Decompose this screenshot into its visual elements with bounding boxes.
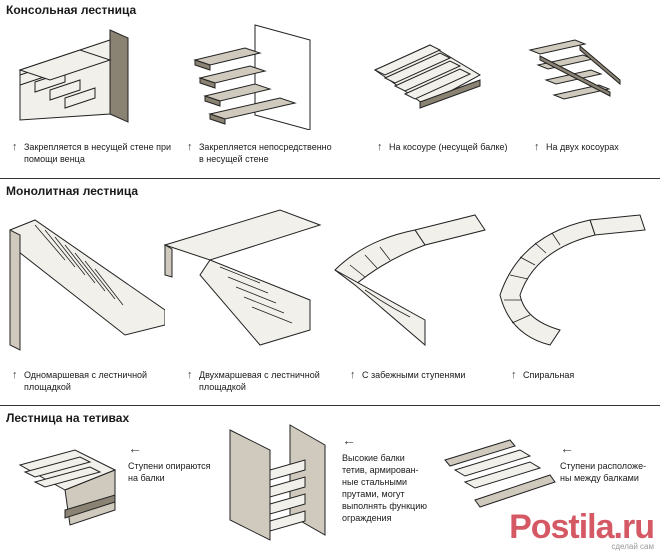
monolithic-single-flight: [5, 205, 165, 355]
section-title-console: Консольная лестница: [6, 3, 137, 17]
caption-stringer-between: Ступени расположе- ны между балками: [560, 461, 647, 483]
section-title-stringers: Лестница на тетивах: [6, 411, 130, 425]
stringer-stair-on-beams-illustration: [18, 449, 117, 526]
caption-stringer-beams: Ступени опираются на балки: [128, 461, 211, 483]
watermark-logo: Postila.ru: [509, 508, 655, 546]
up-arrow-icon: ↑: [12, 369, 18, 381]
caption-monolithic-two: Двухмаршевая с лестничной площадкой: [199, 370, 320, 392]
up-arrow-icon: ↑: [377, 141, 383, 153]
stringer-stair-high-beams: [225, 415, 385, 545]
watermark-sub: сделай сам: [611, 542, 654, 551]
section-divider: [0, 178, 660, 179]
section-divider: [0, 405, 660, 406]
caption-monolithic-spiral: Спиральная: [523, 370, 575, 380]
up-arrow-icon: ↑: [12, 141, 18, 153]
console-stair-stringer-illustration: [373, 44, 482, 109]
console-stair-crown: [10, 20, 170, 130]
stringer-stair-between-beams: [440, 430, 600, 530]
monolithic-single-flight-illustration: [9, 219, 165, 351]
console-stair-two-stringers-illustration: [528, 39, 621, 100]
console-stair-stringer: [370, 30, 530, 120]
up-arrow-icon: ↑: [534, 141, 540, 153]
caption-stringer-high: Высокие балки тетив, армирован- ные стал…: [342, 453, 427, 523]
stringer-stair-between-beams-illustration: [444, 439, 556, 508]
left-arrow-icon: ←: [560, 440, 574, 456]
caption-monolithic-single: Одномаршевая с лестничной площадкой: [24, 370, 148, 392]
monolithic-two-flight-illustration: [163, 209, 322, 346]
monolithic-spiral: [490, 205, 650, 355]
up-arrow-icon: ↑: [187, 369, 193, 381]
caption-console-stringer: На косоуре (несущей балке): [389, 142, 508, 152]
up-arrow-icon: ↑: [187, 141, 193, 153]
left-arrow-icon: ←: [128, 440, 142, 456]
caption-console-two-stringers: На двух косоурах: [546, 142, 619, 152]
monolithic-winder-illustration: [334, 214, 486, 347]
console-stair-crown-illustration: [18, 29, 129, 123]
stringer-stair-on-beams: [15, 430, 175, 530]
up-arrow-icon: ↑: [350, 369, 356, 381]
monolithic-spiral-illustration: [499, 214, 646, 346]
stringer-stair-high-beams-illustration: [229, 424, 326, 541]
section-title-monolithic: Монолитная лестница: [6, 184, 139, 198]
monolithic-two-flight: [160, 205, 322, 355]
caption-console-wall: Закрепляется непосредственно в несущей с…: [199, 142, 332, 164]
console-stair-wall-illustration: [193, 24, 311, 130]
monolithic-winder: [325, 205, 486, 355]
console-stair-two-stringers: [520, 30, 660, 120]
caption-console-crown: Закрепляется в несущей стене при помощи …: [24, 142, 171, 164]
up-arrow-icon: ↑: [511, 369, 517, 381]
console-stair-wall: [185, 20, 345, 130]
left-arrow-icon: ←: [342, 432, 356, 448]
caption-monolithic-winder: С забежными ступенями: [362, 370, 466, 380]
